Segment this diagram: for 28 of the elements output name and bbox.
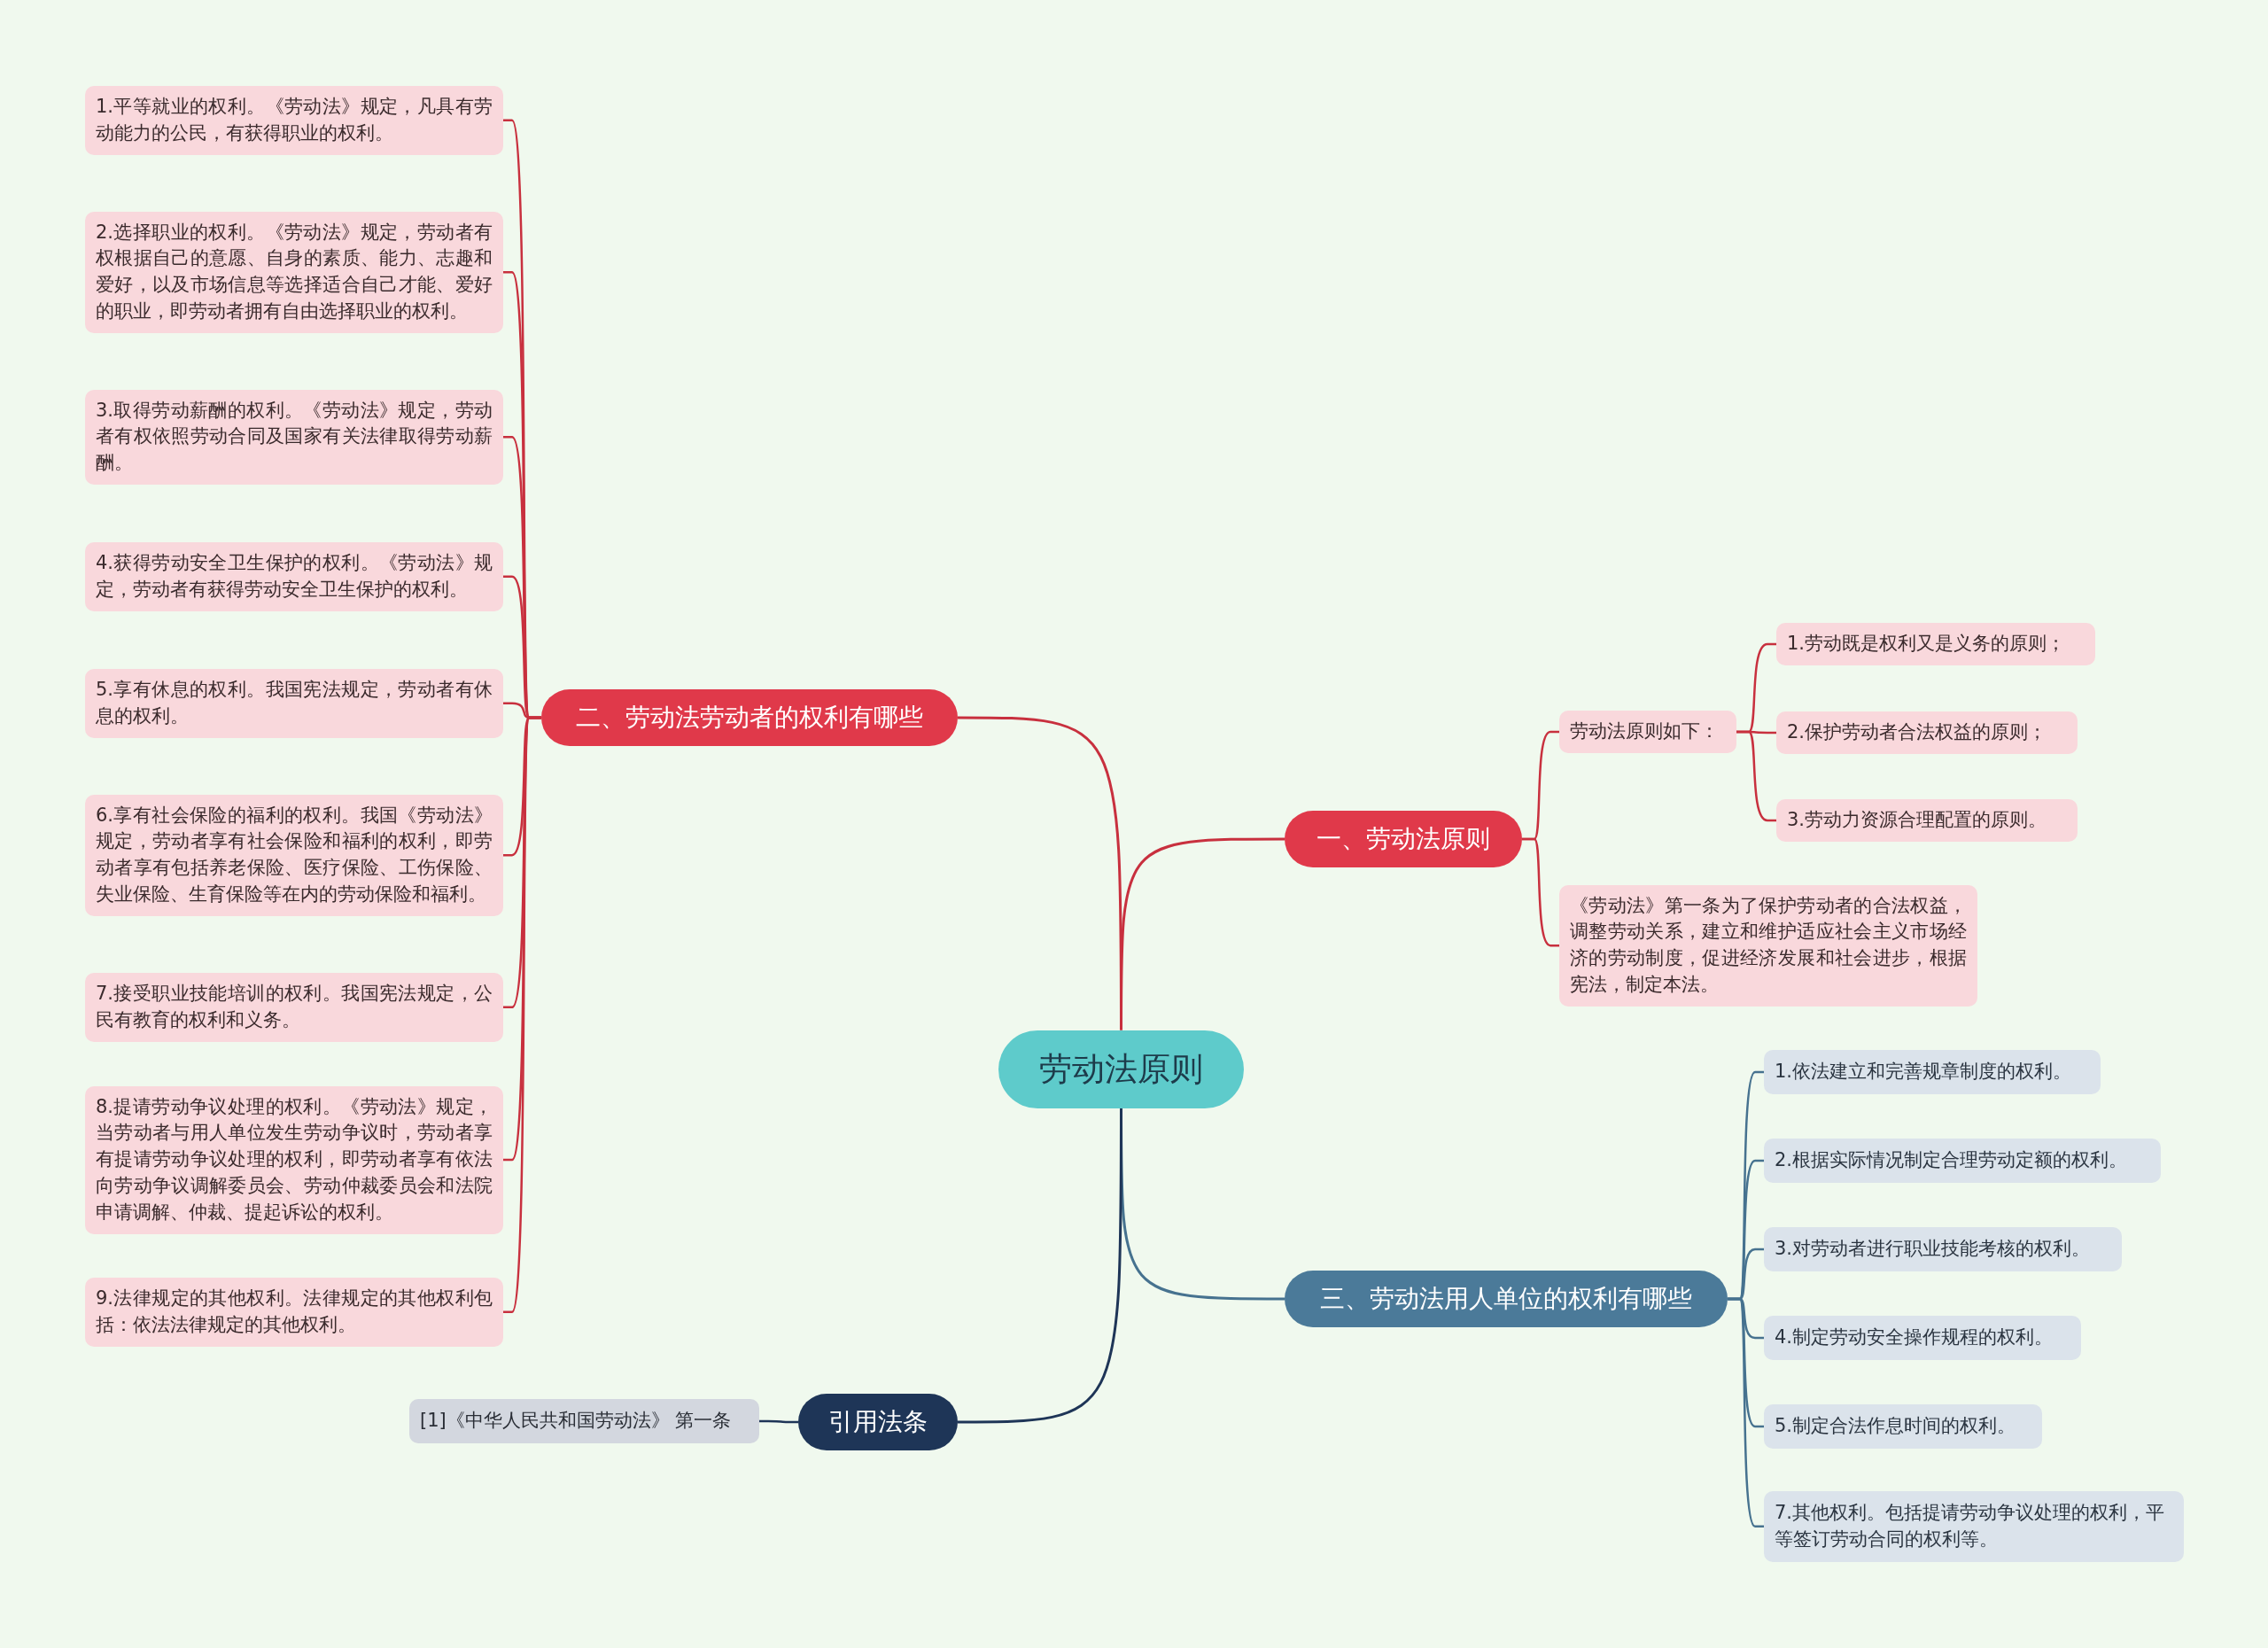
connector-line [759,1419,798,1424]
citation-box: [1]《中华人民共和国劳动法》 第一条 [409,1399,759,1443]
subtopic-box: 5.享有休息的权利。我国宪法规定，劳动者有休息的权利。 [85,669,503,738]
subtopic-box: 1.劳动既是权利又是义务的原则； [1776,623,2095,665]
subtopic-box: 劳动法原则如下： [1559,711,1736,753]
subtopic-box: 4.获得劳动安全卫生保护的权利。《劳动法》规定，劳动者有获得劳动安全卫生保护的权利。 [85,542,503,611]
subtopic-box: 2.保护劳动者合法权益的原则； [1776,711,2078,754]
subtopic-box: 4.制定劳动安全操作规程的权利。 [1764,1316,2081,1360]
subtopic-box: 2.选择职业的权利。《劳动法》规定，劳动者有权根据自己的意愿、自身的素质、能力、志趣和爱好，以及市场信息等选择适合自己才能、爱好的职业，即劳动者拥有自由选择职业的权利。 [85,211,503,333]
main-topic: 一、劳动法原则 [1285,811,1522,867]
subtopic-box: 9.法律规定的其他权利。法律规定的其他权利包括：依法法律规定的其他权利。 [85,1278,503,1347]
subtopic-box: 3.取得劳动薪酬的权利。《劳动法》规定，劳动者有权依照劳动合同及国家有关法律取得劳动薪酬。 [85,389,503,485]
main-topic: 三、劳动法用人单位的权利有哪些 [1285,1271,1728,1327]
subtopic-box: 《劳动法》第一条为了保护劳动者的合法权益，调整劳动关系，建立和维护适应社会主义市场经济的劳动制度，促进经济发展和社会进步，根据宪法，制定本法。 [1559,884,1977,1007]
subtopic-box: 3.劳动力资源合理配置的原则。 [1776,799,2078,842]
subtopic-box: 1.依法建立和完善规章制度的权利。 [1764,1050,2101,1094]
subtopic-box: 7.接受职业技能培训的权利。我国宪法规定，公民有教育的权利和义务。 [85,973,503,1042]
subtopic-box: 1.平等就业的权利。《劳动法》规定，凡具有劳动能力的公民，有获得职业的权利。 [85,86,503,155]
connector-line [958,1108,1122,1424]
subtopic-box: 6.享有社会保险的福利的权利。我国《劳动法》规定，劳动者享有社会保险和福利的权利，即劳动者享有包括养老保险、医疗保险、工伤保险、失业保险、生育保险等在内的劳动保险和福利。 [85,794,503,916]
subtopic-box: 3.对劳动者进行职业技能考核的权利。 [1764,1227,2122,1271]
subtopic-box: 5.制定合法作息时间的权利。 [1764,1404,2042,1449]
subtopic-box: 2.根据实际情况制定合理劳动定额的权利。 [1764,1139,2161,1183]
subtopic-box: 7.其他权利。包括提请劳动争议处理的权利，平等签订劳动合同的权利等。 [1764,1491,2184,1562]
main-topic: 引用法条 [798,1394,958,1450]
central-topic: 劳动法原则 [998,1030,1244,1109]
subtopic-box: 8.提请劳动争议处理的权利。《劳动法》规定，当劳动者与用人单位发生劳动争议时，劳动者享有提请劳动争议处理的权利，即劳动者享有依法向劳动争议调解委员会、劳动仲裁委员会和法院申请调解、仲裁、提起诉讼的权利。 [85,1085,503,1234]
main-topic: 二、劳动法劳动者的权利有哪些 [541,689,958,746]
